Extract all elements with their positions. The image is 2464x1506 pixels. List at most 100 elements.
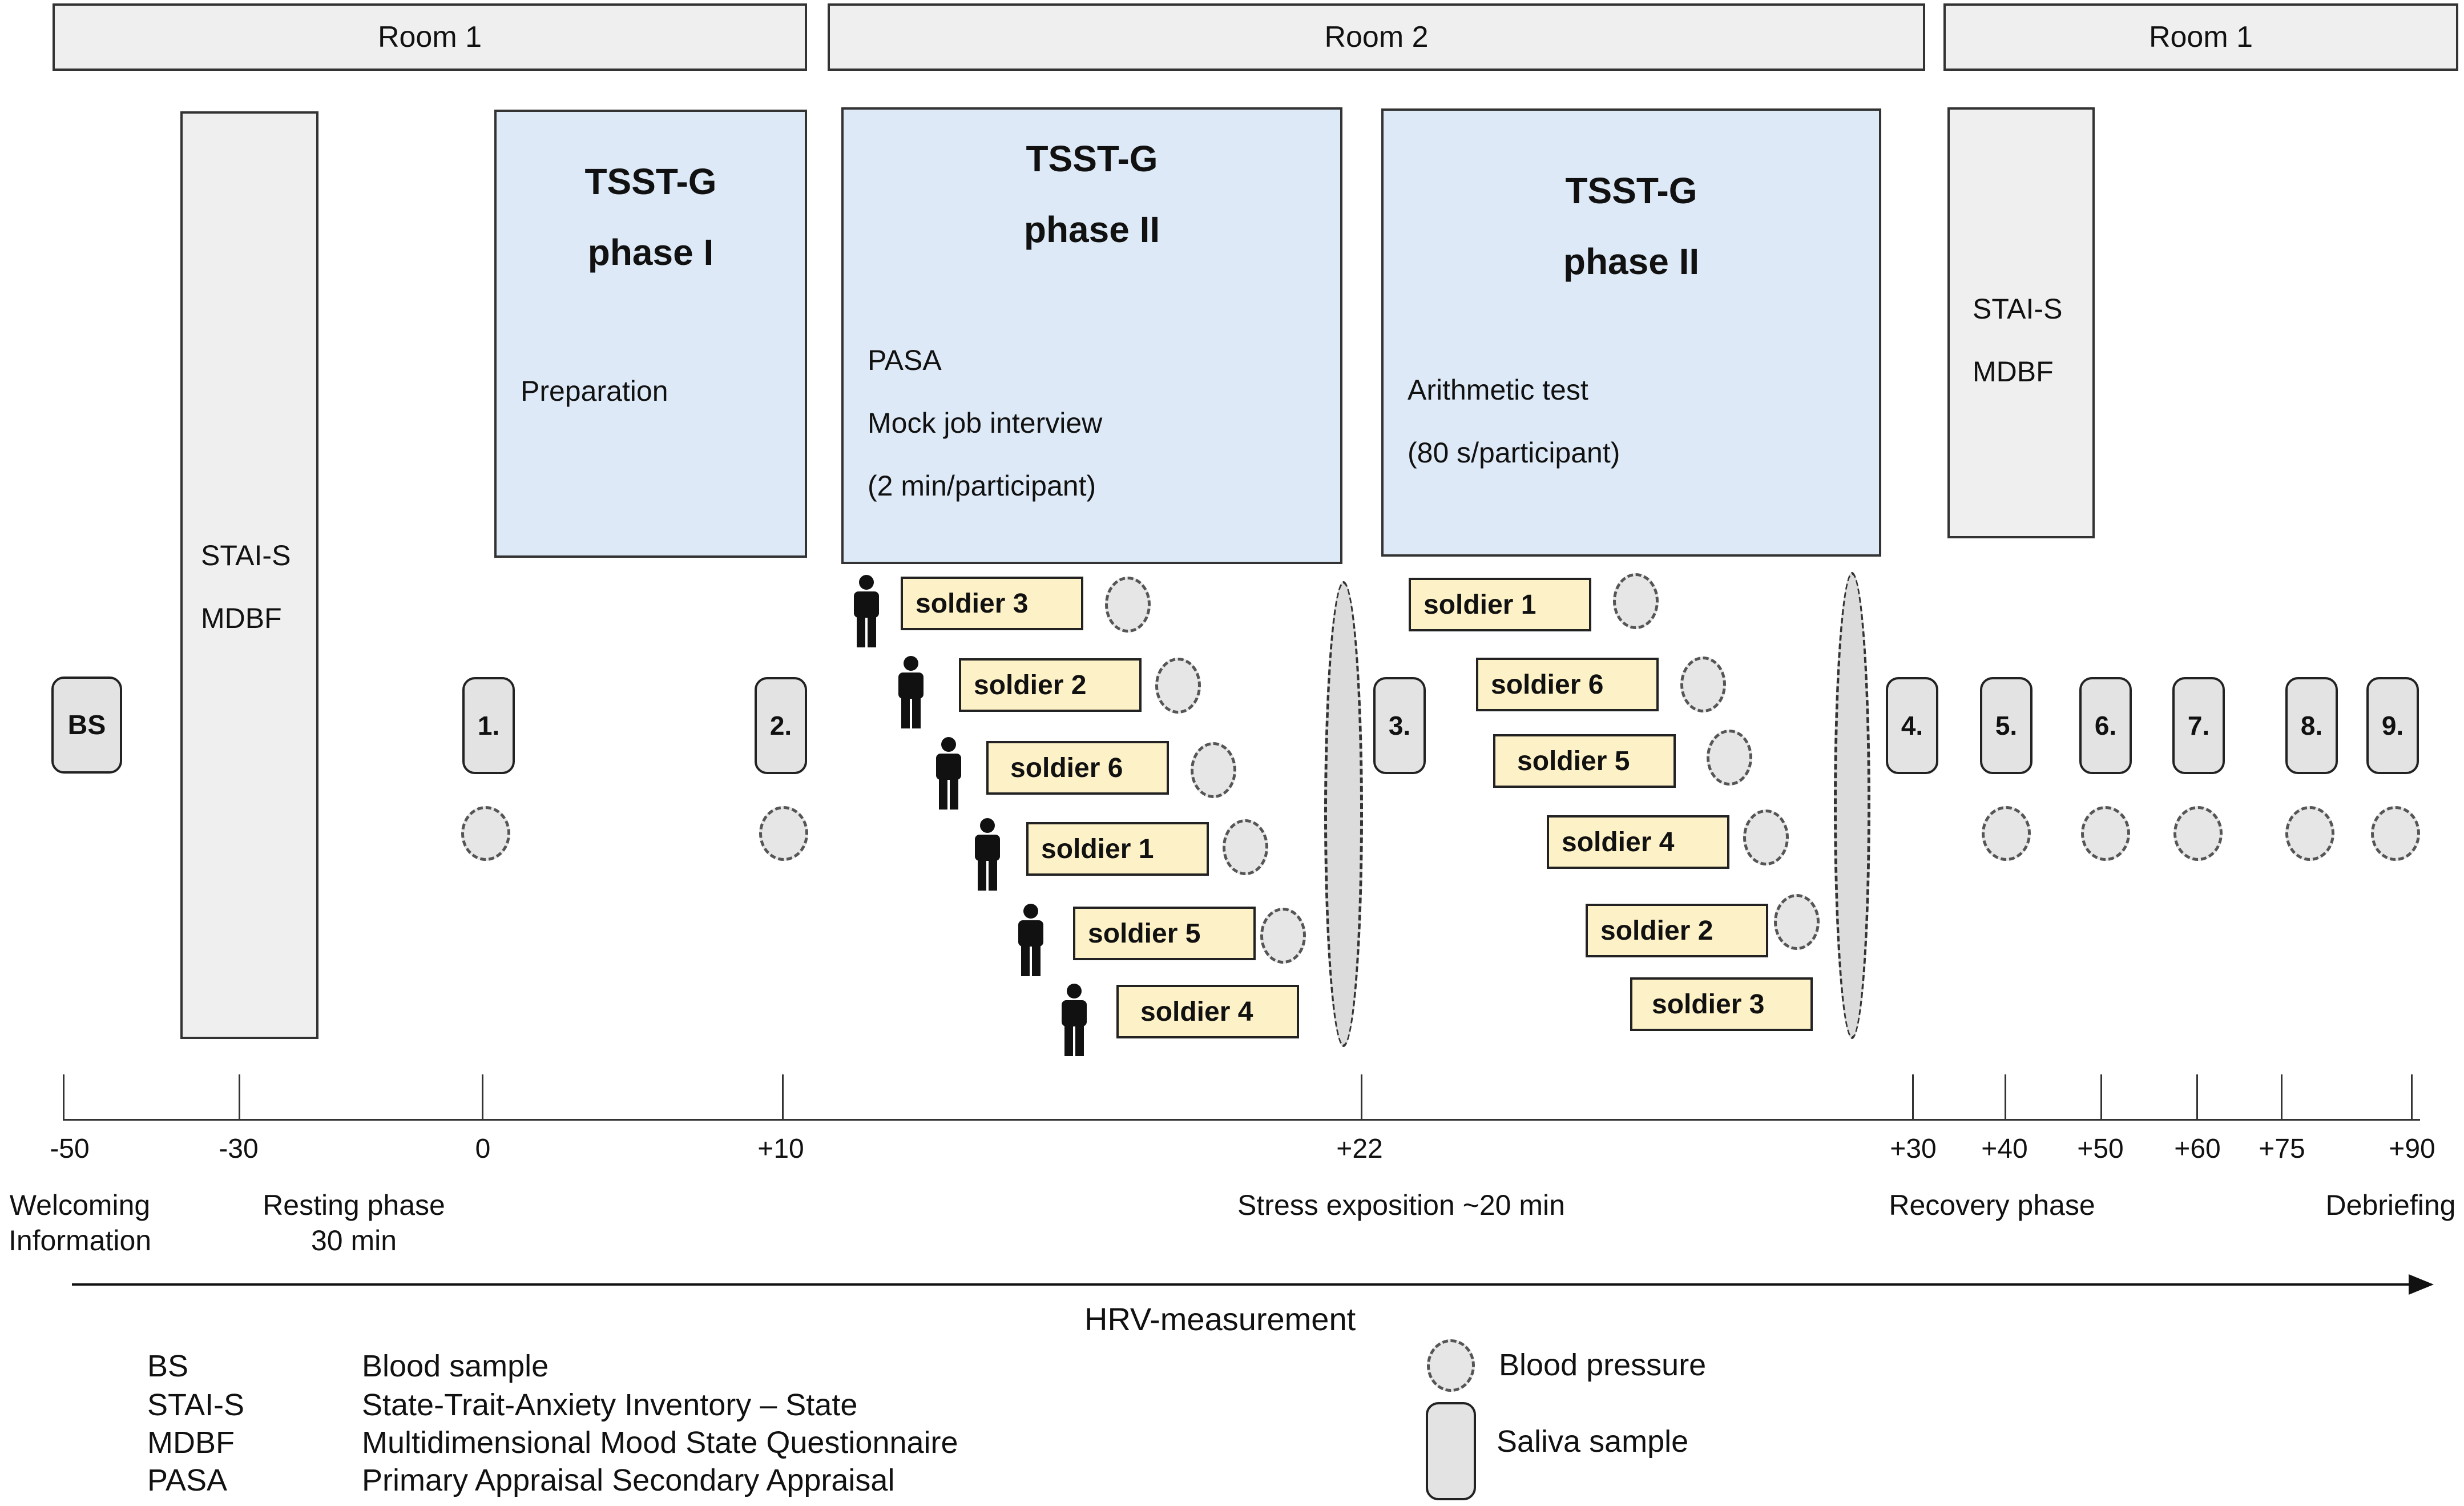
blood-pressure-icon [2173, 806, 2223, 861]
timeline-tick [2411, 1074, 2413, 1120]
timeline-axis [63, 1119, 2420, 1121]
legend-saliva-icon [1426, 1402, 1476, 1500]
blood-pressure-icon [461, 806, 510, 861]
tick-label: +10 [757, 1134, 804, 1164]
questionnaire-left-stai: STAI-S [201, 539, 291, 571]
soldier-interview-6: soldier 4 [1116, 985, 1299, 1038]
timeline-tick [63, 1074, 64, 1120]
timeline-tick [2005, 1074, 2006, 1120]
legend-blood-pressure-icon [1427, 1339, 1475, 1392]
legend-abbr: PASA [147, 1463, 228, 1497]
phase-label-recovery: Recovery phase [1889, 1189, 2095, 1221]
person-icon [975, 818, 1000, 891]
blood-pressure-icon [1680, 657, 1726, 712]
legend-abbr: BS [147, 1349, 189, 1383]
soldier-arithmetic-5: soldier 2 [1586, 904, 1768, 957]
blood-pressure-icon [1613, 573, 1659, 629]
tick-label: +50 [2077, 1134, 2124, 1164]
blood-pressure-icon [1260, 908, 1306, 964]
timeline-tick [2196, 1074, 2198, 1120]
phase-1-title-line1: TSST-G [584, 161, 717, 202]
arrow-head-icon [2409, 1274, 2434, 1295]
questionnaire-box-right: STAI-S MDBF [1947, 107, 2095, 538]
blood-pressure-icon [1774, 894, 1820, 950]
timeline-tick [782, 1074, 784, 1120]
tsst-phase-1-box: TSST-G phase I Preparation [494, 110, 807, 558]
phase-1-text: Preparation [521, 375, 668, 407]
timeline-tick [2100, 1074, 2102, 1120]
soldier-interview-1: soldier 3 [901, 577, 1083, 630]
blood-pressure-icon [2081, 806, 2130, 861]
room-header-2: Room 2 [828, 3, 1925, 71]
saliva-sample-4: 4. [1886, 677, 1938, 774]
blood-pressure-icon [1223, 819, 1268, 875]
phase-2b-arithmetic: Arithmetic test [1408, 374, 1588, 406]
soldier-interview-5: soldier 5 [1073, 907, 1256, 960]
information-line: Information [8, 1225, 152, 1257]
person-icon [936, 737, 961, 810]
tick-label: +75 [2259, 1134, 2305, 1164]
tick-label: +60 [2174, 1134, 2221, 1164]
room-header-3: Room 1 [1943, 3, 2458, 71]
blood-pressure-icon [1155, 658, 1201, 714]
tick-label: 0 [475, 1134, 491, 1164]
saliva-sample-2: 2. [755, 677, 807, 774]
legend-abbr: STAI-S [147, 1388, 245, 1422]
resting-line: Resting phase [263, 1189, 445, 1221]
legend-blood-pressure-label: Blood pressure [1499, 1348, 1707, 1382]
saliva-sample-9: 9. [2366, 677, 2419, 774]
legend-text: Blood sample [362, 1349, 549, 1383]
saliva-sample-5: 5. [1980, 677, 2033, 774]
saliva-sample-7: 7. [2172, 677, 2225, 774]
blood-pressure-icon [2285, 806, 2334, 861]
timeline-tick [482, 1074, 483, 1120]
soldier-interview-3: soldier 6 [986, 741, 1169, 795]
hrv-arrow-line [72, 1283, 2418, 1286]
timeline-tick [1912, 1074, 1914, 1120]
soldier-arithmetic-1: soldier 1 [1409, 578, 1591, 631]
soldier-arithmetic-2: soldier 6 [1476, 658, 1659, 711]
questionnaire-right-mdbf: MDBF [1973, 356, 2054, 388]
phase-label-welcoming: Welcoming Information [0, 1187, 160, 1258]
phase-2a-pasa: PASA [868, 344, 942, 376]
legend-abbr: MDBF [147, 1426, 235, 1460]
welcoming-line: Welcoming [9, 1189, 151, 1221]
phase-2b-title-line1: TSST-G [1565, 170, 1697, 211]
phase-2a-title-line2: phase II [1023, 209, 1160, 250]
phase-1-title-line2: phase I [587, 232, 714, 273]
phase-label-resting: Resting phase 30 min [245, 1187, 462, 1258]
questionnaire-right-stai: STAI-S [1973, 293, 2063, 325]
tick-label: +40 [1981, 1134, 2028, 1164]
saliva-sample-1: 1. [462, 677, 515, 774]
blood-pressure-icon [2371, 806, 2420, 861]
tick-label: +30 [1890, 1134, 1937, 1164]
tick-label: -50 [50, 1134, 90, 1164]
soldier-interview-4: soldier 1 [1026, 822, 1209, 876]
person-icon [854, 575, 879, 647]
phase-2a-interview: Mock job interview [868, 407, 1103, 439]
tsst-phase-2-arithmetic-box: TSST-G phase II Arithmetic test (80 s/pa… [1381, 108, 1881, 557]
tick-label: -30 [219, 1134, 259, 1164]
saliva-group-ellipse [1834, 572, 1870, 1039]
phase-label-debriefing: Debriefing [2325, 1189, 2456, 1221]
tsst-phase-2-interview-box: TSST-G phase II PASA Mock job interview … [841, 107, 1342, 564]
blood-pressure-icon [759, 806, 808, 861]
saliva-sample-3: 3. [1373, 677, 1426, 774]
person-icon [898, 656, 924, 728]
blood-sample-bs: BS [51, 677, 122, 774]
timeline-tick [239, 1074, 240, 1120]
legend-text: Primary Appraisal Secondary Appraisal [362, 1463, 895, 1497]
saliva-group-ellipse [1324, 581, 1363, 1047]
blood-pressure-icon [1707, 730, 1752, 786]
tick-label: +90 [2389, 1134, 2435, 1164]
person-icon [1018, 904, 1043, 976]
phase-2b-title-line2: phase II [1563, 241, 1700, 282]
phase-2a-title-line1: TSST-G [1026, 138, 1158, 179]
questionnaire-left-mdbf: MDBF [201, 602, 282, 634]
blood-pressure-icon [1743, 810, 1789, 865]
timeline-tick [2281, 1074, 2282, 1120]
soldier-interview-2: soldier 2 [959, 658, 1142, 712]
blood-pressure-icon [1982, 806, 2031, 861]
blood-pressure-icon [1191, 742, 1236, 798]
phase-label-stress: Stress exposition ~20 min [1237, 1189, 1565, 1221]
